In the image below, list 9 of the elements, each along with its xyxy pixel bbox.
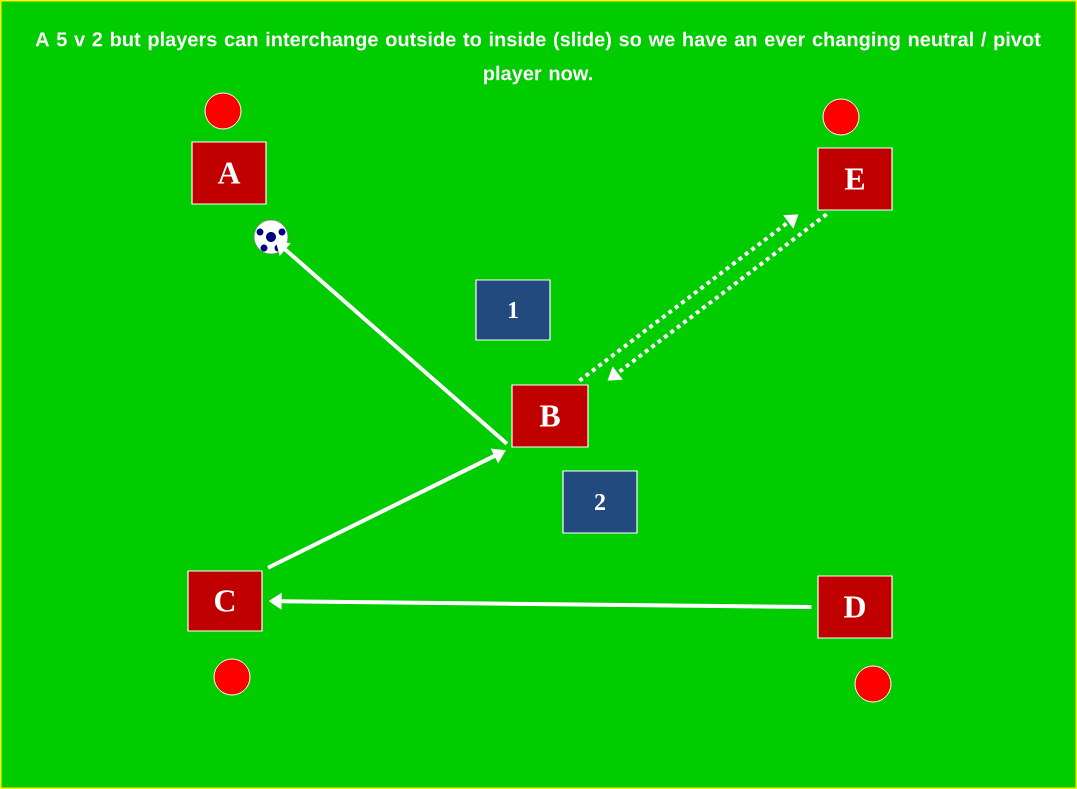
- player-box: 1: [475, 279, 551, 341]
- player-box: 2: [562, 470, 638, 534]
- player-box: A: [191, 141, 267, 205]
- player-box: C: [187, 570, 263, 632]
- ball-icon: [253, 219, 289, 255]
- player-box: B: [511, 384, 589, 448]
- player-box: E: [817, 147, 893, 211]
- title: A 5 v 2 but players can interchange outside to inside (slide) so we have an ever changing neutral / pivot player now.: [35, 31, 1041, 85]
- player-box: D: [817, 575, 893, 639]
